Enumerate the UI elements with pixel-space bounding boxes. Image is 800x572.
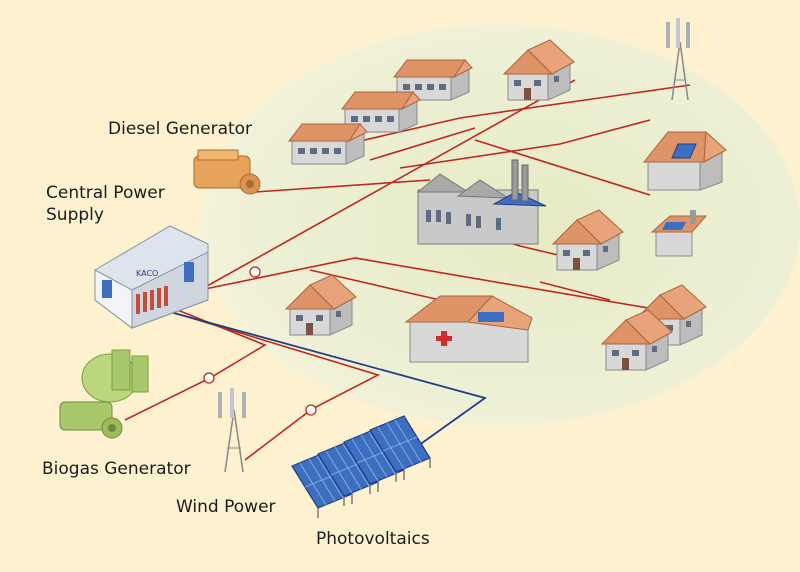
label-central-power-supply: Central Power Supply (46, 182, 165, 226)
ac-grid-lines (124, 79, 691, 461)
wind-turbine-power (218, 388, 246, 473)
label-central-power-supply-line2: Supply (46, 205, 104, 225)
inverter-brand-text: KACO (136, 269, 158, 278)
diesel-generator-engine (193, 149, 261, 195)
solar-house (642, 130, 727, 191)
label-central-power-supply-line1: Central Power (46, 183, 165, 203)
wind-turbine-village (666, 18, 690, 101)
label-photovoltaics: Photovoltaics (316, 529, 430, 549)
photovoltaic-array (291, 415, 431, 519)
biogas-tanks (81, 349, 149, 403)
label-biogas-generator: Biogas Generator (42, 459, 191, 479)
label-wind-power: Wind Power (176, 497, 276, 517)
label-diesel-generator: Diesel Generator (108, 119, 253, 139)
dc-pv-line (169, 311, 488, 449)
ac-symbol-markers (203, 266, 317, 416)
biogas-generator-engine (59, 401, 123, 439)
hospital (404, 295, 533, 363)
factory (416, 159, 547, 245)
central-power-supply-container: KACO (94, 225, 209, 330)
small-solar-hut (650, 210, 708, 257)
